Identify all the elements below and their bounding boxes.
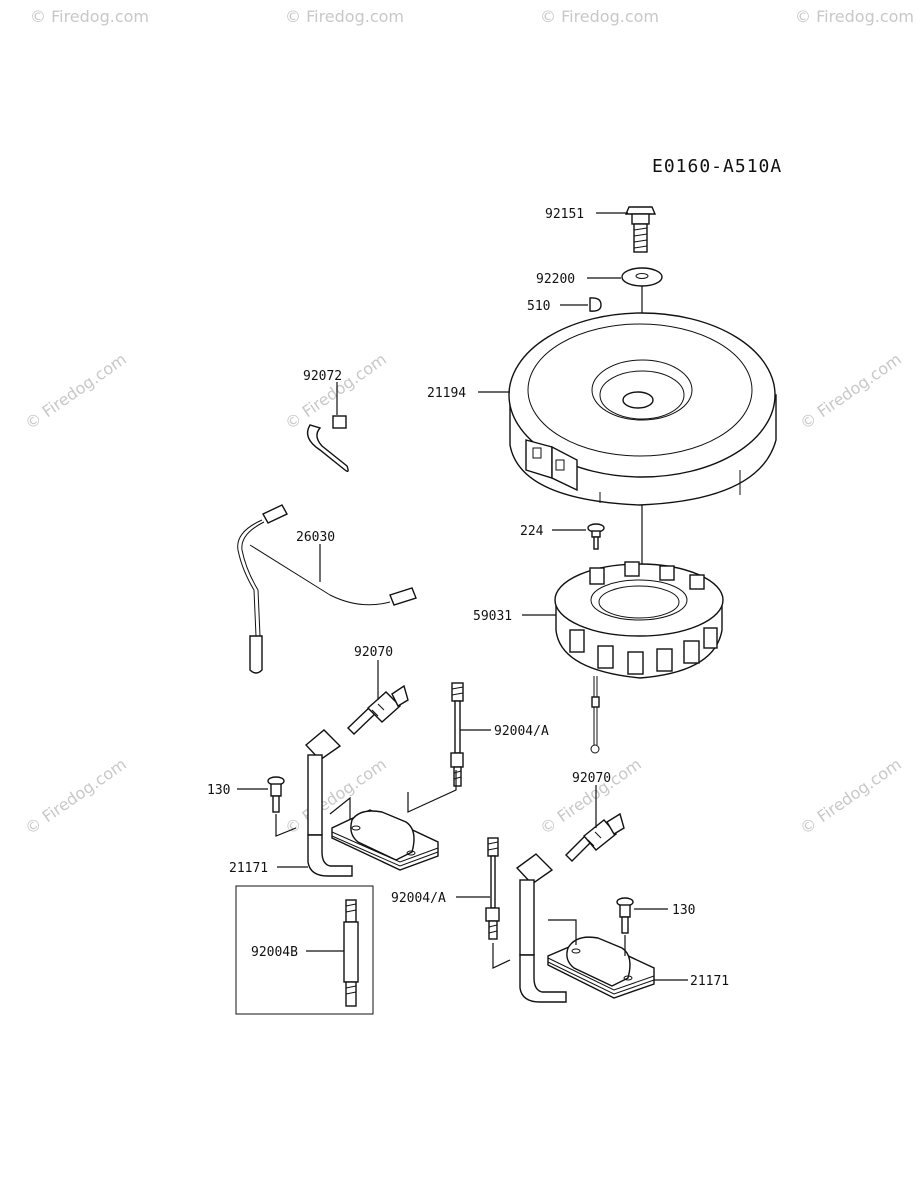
part-92200-washer <box>621 267 663 287</box>
callout-92200: 92200 <box>536 272 575 287</box>
watermark-top-1: © Firedog.com <box>30 7 149 26</box>
callout-26030: 26030 <box>296 530 335 545</box>
part-224-screw <box>587 523 605 550</box>
callout-224: 224 <box>520 524 544 539</box>
callout-510: 510 <box>527 299 550 314</box>
callout-92004a-left: 92004/A <box>494 724 549 739</box>
callout-130-right: 130 <box>672 903 695 918</box>
watermark-top-4: © Firedog.com <box>795 7 914 26</box>
part-26030-lead-wire <box>237 504 417 674</box>
watermark-top-3: © Firedog.com <box>540 7 659 26</box>
callout-21194: 21194 <box>427 386 466 401</box>
part-130-bolt-right <box>616 897 634 934</box>
part-59031-stator <box>554 561 724 754</box>
part-92151-bolt <box>624 206 657 253</box>
callout-92004b: 92004B <box>251 945 298 960</box>
watermark-mid-1: © Firedog.com <box>21 349 129 433</box>
callout-59031: 59031 <box>473 609 512 624</box>
diagram-code: E0160-A510A <box>652 156 782 177</box>
watermark-top-2: © Firedog.com <box>285 7 404 26</box>
watermark-mid-4: © Firedog.com <box>796 349 904 433</box>
part-92004b-box <box>235 885 374 1015</box>
part-21171-ignition-coil-left <box>304 729 457 877</box>
inset-box <box>235 885 374 1015</box>
part-21171-ignition-coil-right <box>515 853 655 1003</box>
part-510-key <box>589 297 602 312</box>
callout-130-left: 130 <box>207 783 230 798</box>
part-92070-spark-plug-left <box>346 684 409 735</box>
watermark-low-3: © Firedog.com <box>536 754 644 838</box>
callout-92070-left: 92070 <box>354 645 393 660</box>
part-92004a-stud-left <box>450 682 464 787</box>
callout-92151: 92151 <box>545 207 584 222</box>
callout-92070-right: 92070 <box>572 771 611 786</box>
watermarks: © Firedog.com © Firedog.com © Firedog.co… <box>21 7 914 838</box>
watermark-low-1: © Firedog.com <box>21 754 129 838</box>
part-130-bolt-left <box>267 776 285 813</box>
callout-21171-left: 21171 <box>229 861 268 876</box>
part-21194-flywheel <box>508 312 777 506</box>
watermark-low-4: © Firedog.com <box>796 754 904 838</box>
part-92070-spark-plug-right <box>565 812 625 862</box>
part-92004a-stud-right <box>485 837 500 940</box>
callout-21171-right: 21171 <box>690 974 729 989</box>
callout-92004a-right: 92004/A <box>391 891 446 906</box>
part-92072-clamp <box>306 415 349 473</box>
callout-92072: 92072 <box>303 369 342 384</box>
